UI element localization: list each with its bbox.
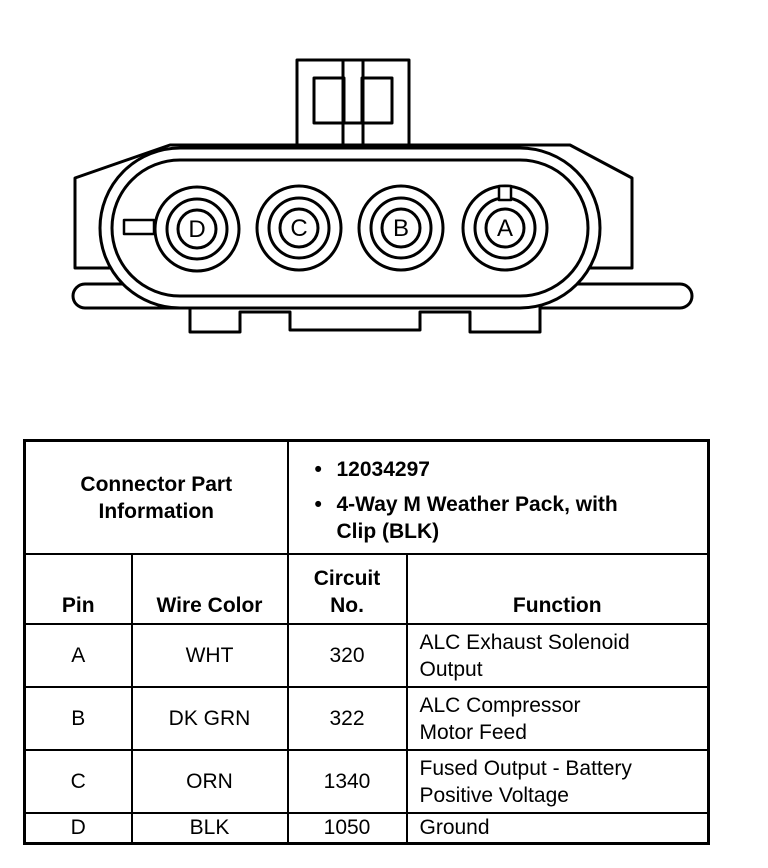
connector-description-line1: 4-Way M Weather Pack, with <box>336 493 618 516</box>
cell-circuit: 322 <box>286 686 408 751</box>
header-function: Function <box>405 553 710 625</box>
cell-wire-color: ORN <box>130 749 289 814</box>
header-wire-color: Wire Color <box>130 553 289 625</box>
header-circuit-line1: Circuit <box>313 567 381 590</box>
part-number: 12034297 <box>336 458 430 481</box>
cell-pin: B <box>23 686 133 751</box>
pin-cavity-b <box>357 184 445 272</box>
connector-info-row: Connector Part Information • 12034297 • … <box>23 439 710 555</box>
bullet-icon: • <box>314 458 322 481</box>
connector-table: Connector Part Information • 12034297 • … <box>23 439 710 845</box>
cell-circuit: 1050 <box>286 812 408 844</box>
table-header-row: Pin Wire Color Circuit No. Function <box>23 553 710 625</box>
cell-wire-color: BLK <box>130 812 289 844</box>
table-row: B DK GRN 322 ALC Compressor Motor Feed <box>23 686 710 751</box>
function-line1: ALC Compressor <box>419 693 581 717</box>
connector-info-details: • 12034297 • 4-Way M Weather Pack, with … <box>286 439 710 555</box>
cell-pin: D <box>23 812 133 844</box>
header-circuit-line2: No. <box>330 594 364 617</box>
connector-clip <box>295 58 411 152</box>
connector-shell <box>73 143 634 310</box>
connector-diagram: D C B A <box>71 58 694 334</box>
pin-label-a: A <box>497 215 513 242</box>
cell-function: Fused Output - Battery Positive Voltage <box>405 749 710 814</box>
pin-label-d: D <box>188 216 205 243</box>
cell-wire-color: DK GRN <box>130 686 289 751</box>
pin-cavity-c <box>255 184 343 272</box>
cell-circuit: 1340 <box>286 749 408 814</box>
function-line2: Motor Feed <box>419 720 527 744</box>
table-row: D BLK 1050 Ground <box>23 812 710 844</box>
connector-description: 4-Way M Weather Pack, with Clip (BLK) <box>337 491 618 545</box>
table-row: C ORN 1340 Fused Output - Battery Positi… <box>23 749 710 814</box>
cell-function: ALC Exhaust Solenoid Output <box>405 623 710 688</box>
cell-pin: C <box>23 749 133 814</box>
part-number-item: • 12034297 <box>315 456 702 483</box>
connector-info-label-line2: Information <box>98 499 215 523</box>
pin-label-c: C <box>290 215 307 242</box>
cell-wire-color: WHT <box>130 623 289 688</box>
cell-function: Ground <box>405 812 710 844</box>
table-row: A WHT 320 ALC Exhaust Solenoid Output <box>23 623 710 688</box>
connector-description-item: • 4-Way M Weather Pack, with Clip (BLK) <box>315 491 702 545</box>
header-pin: Pin <box>23 553 133 625</box>
function-line1: Fused Output - Battery <box>419 756 632 780</box>
header-circuit: Circuit No. <box>286 553 408 625</box>
pin-cavity-d <box>153 185 241 273</box>
connector-info-label: Connector Part Information <box>23 439 289 555</box>
pin-label-b: B <box>393 215 409 242</box>
function-line2: Output <box>419 657 483 681</box>
connector-description-line2: Clip (BLK) <box>336 520 440 543</box>
cell-pin: A <box>23 623 133 688</box>
bullet-icon: • <box>314 493 322 516</box>
connector-info-label-line1: Connector Part <box>80 472 233 496</box>
cell-circuit: 320 <box>286 623 408 688</box>
pin-cavity-a <box>461 184 549 272</box>
cell-function: ALC Compressor Motor Feed <box>405 686 710 751</box>
function-line1: ALC Exhaust Solenoid <box>419 630 630 654</box>
function-line2: Positive Voltage <box>419 783 569 807</box>
